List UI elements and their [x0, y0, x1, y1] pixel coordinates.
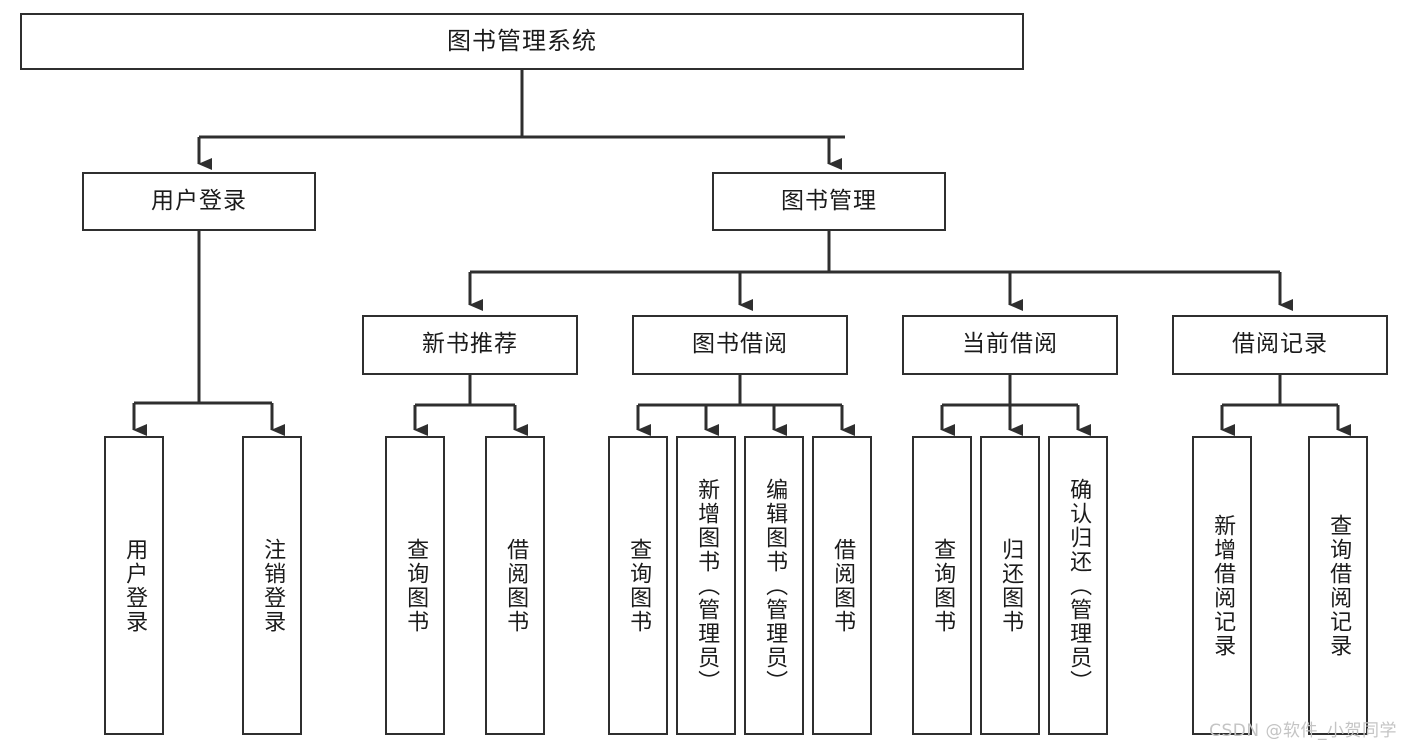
node-label: 借阅记录 [1232, 331, 1328, 358]
node-borrow-record[interactable]: 借阅记录 [1172, 315, 1388, 375]
node-label: 编辑图书（管理员） [762, 477, 788, 694]
leaf-user-login-signout[interactable]: 注销登录 [242, 436, 302, 735]
node-label: 用户登录 [151, 187, 247, 214]
node-new-book-recommend[interactable]: 新书推荐 [362, 315, 578, 375]
leaf-book-borrow-borrow[interactable]: 借阅图书 [812, 436, 872, 735]
leaf-book-borrow-query[interactable]: 查询图书 [608, 436, 668, 735]
node-label: 新增图书（管理员） [694, 477, 720, 694]
node-user-login[interactable]: 用户登录 [82, 172, 316, 231]
leaf-borrow-record-query[interactable]: 查询借阅记录 [1308, 436, 1368, 735]
leaf-book-borrow-add[interactable]: 新增图书（管理员） [676, 436, 736, 735]
node-label: 新增借阅记录 [1210, 513, 1236, 658]
node-label: 图书管理系统 [447, 27, 597, 56]
node-label: 查询图书 [403, 537, 429, 634]
node-book-borrow[interactable]: 图书借阅 [632, 315, 848, 375]
node-label: 查询图书 [626, 537, 652, 634]
leaf-new-book-borrow[interactable]: 借阅图书 [485, 436, 545, 735]
node-label: 图书借阅 [692, 331, 788, 358]
leaf-current-borrow-return[interactable]: 归还图书 [980, 436, 1040, 735]
leaf-book-borrow-edit[interactable]: 编辑图书（管理员） [744, 436, 804, 735]
csdn-watermark: CSDN @软件_小贺同学 [1209, 721, 1397, 741]
node-label: 借阅图书 [830, 537, 856, 634]
leaf-new-book-query[interactable]: 查询图书 [385, 436, 445, 735]
node-label: 借阅图书 [503, 537, 529, 634]
node-label: 图书管理 [781, 187, 877, 214]
leaf-current-borrow-confirm-return[interactable]: 确认归还（管理员） [1048, 436, 1108, 735]
node-label: 归还图书 [998, 537, 1024, 634]
leaf-user-login-signin[interactable]: 用户登录 [104, 436, 164, 735]
node-label: 查询图书 [930, 537, 956, 634]
node-book-management[interactable]: 图书管理 [712, 172, 946, 231]
node-label: 确认归还（管理员） [1066, 477, 1092, 694]
node-label: 注销登录 [260, 537, 286, 634]
leaf-borrow-record-add[interactable]: 新增借阅记录 [1192, 436, 1252, 735]
node-label: 用户登录 [122, 537, 148, 634]
leaf-current-borrow-query[interactable]: 查询图书 [912, 436, 972, 735]
node-label: 当前借阅 [962, 331, 1058, 358]
node-label: 新书推荐 [422, 331, 518, 358]
node-root-system[interactable]: 图书管理系统 [20, 13, 1024, 70]
node-current-borrow[interactable]: 当前借阅 [902, 315, 1118, 375]
node-label: 查询借阅记录 [1326, 513, 1352, 658]
